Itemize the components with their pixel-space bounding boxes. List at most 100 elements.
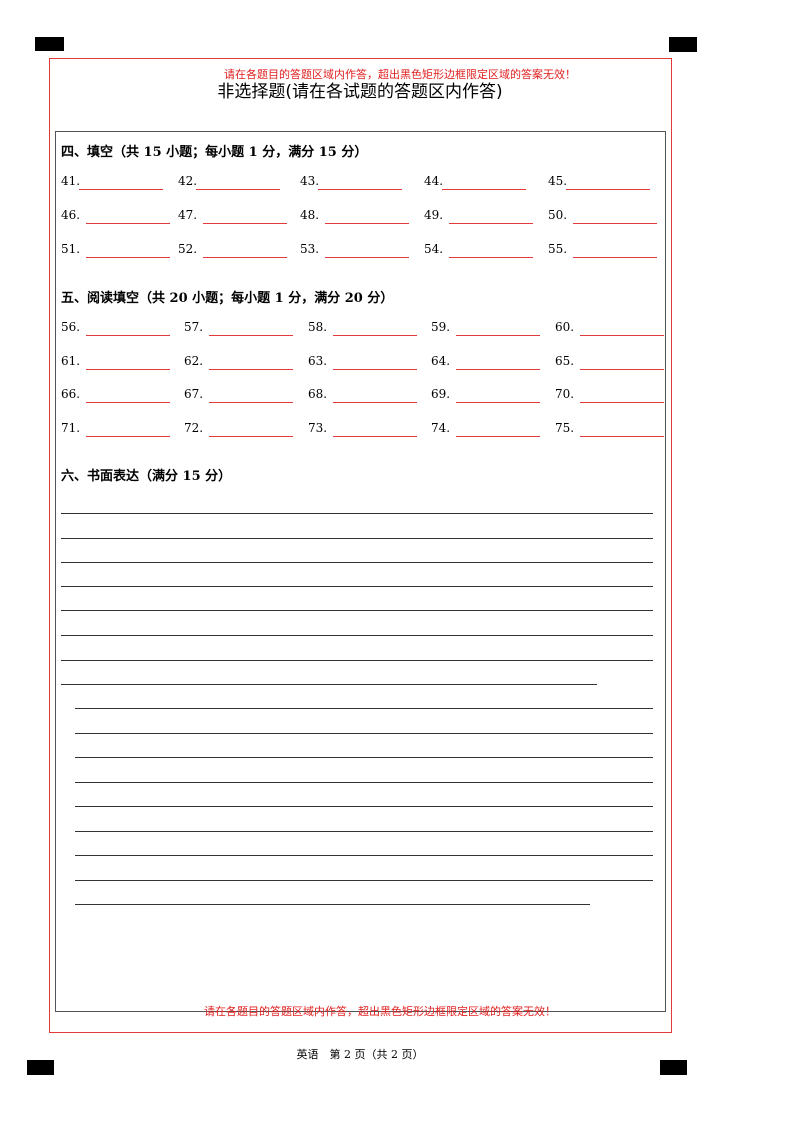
- writing-line[interactable]: [61, 684, 597, 685]
- answer-blank-70[interactable]: 70.: [555, 387, 664, 403]
- answer-line[interactable]: [566, 189, 650, 190]
- answer-line[interactable]: [573, 257, 657, 258]
- question-number: 55.: [548, 242, 568, 256]
- answer-line[interactable]: [333, 335, 417, 336]
- answer-blank-51[interactable]: 51.: [61, 242, 170, 258]
- answer-line[interactable]: [209, 369, 293, 370]
- answer-blank-62[interactable]: 62.: [184, 354, 293, 370]
- answer-line[interactable]: [318, 189, 402, 190]
- answer-blank-52[interactable]: 52.: [178, 242, 287, 258]
- answer-line[interactable]: [203, 257, 287, 258]
- writing-line[interactable]: [75, 831, 653, 832]
- writing-line[interactable]: [61, 660, 653, 661]
- answer-blank-47[interactable]: 47.: [178, 208, 287, 224]
- answer-line[interactable]: [86, 223, 170, 224]
- answer-line[interactable]: [456, 402, 540, 403]
- answer-line[interactable]: [573, 223, 657, 224]
- answer-line[interactable]: [449, 223, 533, 224]
- answer-blank-60[interactable]: 60.: [555, 320, 664, 336]
- writing-line[interactable]: [75, 757, 653, 758]
- answer-blank-42[interactable]: 42.: [178, 174, 280, 190]
- writing-line[interactable]: [61, 635, 653, 636]
- answer-line[interactable]: [209, 402, 293, 403]
- answer-blank-54[interactable]: 54.: [424, 242, 533, 258]
- answer-blank-58[interactable]: 58.: [308, 320, 417, 336]
- writing-line[interactable]: [61, 562, 653, 563]
- question-number: 46.: [61, 208, 81, 222]
- answer-blank-61[interactable]: 61.: [61, 354, 170, 370]
- answer-blank-73[interactable]: 73.: [308, 421, 417, 437]
- writing-line[interactable]: [61, 610, 653, 611]
- answer-blank-74[interactable]: 74.: [431, 421, 540, 437]
- answer-blank-66[interactable]: 66.: [61, 387, 170, 403]
- answer-blank-67[interactable]: 67.: [184, 387, 293, 403]
- writing-line[interactable]: [75, 855, 653, 856]
- answer-line[interactable]: [580, 335, 664, 336]
- answer-line[interactable]: [86, 335, 170, 336]
- answer-line[interactable]: [79, 189, 163, 190]
- question-number: 48.: [300, 208, 320, 222]
- question-number: 71.: [61, 421, 81, 435]
- answer-line[interactable]: [196, 189, 280, 190]
- writing-line[interactable]: [75, 782, 653, 783]
- answer-line[interactable]: [333, 402, 417, 403]
- answer-blank-41[interactable]: 41.: [61, 174, 163, 190]
- answer-line[interactable]: [209, 436, 293, 437]
- answer-line[interactable]: [86, 402, 170, 403]
- answer-blank-46[interactable]: 46.: [61, 208, 170, 224]
- warning-bottom: 请在各题目的答题区域内作答，超出黑色矩形边框限定区域的答案无效！: [204, 1005, 556, 1018]
- answer-blank-71[interactable]: 71.: [61, 421, 170, 437]
- answer-line[interactable]: [580, 436, 664, 437]
- answer-line[interactable]: [442, 189, 526, 190]
- answer-line[interactable]: [209, 335, 293, 336]
- writing-line[interactable]: [61, 538, 653, 539]
- answer-blank-56[interactable]: 56.: [61, 320, 170, 336]
- question-number: 59.: [431, 320, 451, 334]
- answer-blank-49[interactable]: 49.: [424, 208, 533, 224]
- answer-blank-57[interactable]: 57.: [184, 320, 293, 336]
- answer-line[interactable]: [325, 223, 409, 224]
- answer-blank-44[interactable]: 44.: [424, 174, 526, 190]
- writing-line[interactable]: [75, 904, 590, 905]
- answer-line[interactable]: [580, 369, 664, 370]
- answer-line[interactable]: [456, 436, 540, 437]
- writing-line[interactable]: [61, 513, 653, 514]
- answer-blank-64[interactable]: 64.: [431, 354, 540, 370]
- question-number: 75.: [555, 421, 575, 435]
- question-number: 53.: [300, 242, 320, 256]
- answer-blank-48[interactable]: 48.: [300, 208, 409, 224]
- writing-line[interactable]: [75, 708, 653, 709]
- answer-line[interactable]: [86, 257, 170, 258]
- answer-blank-75[interactable]: 75.: [555, 421, 664, 437]
- answer-line[interactable]: [86, 369, 170, 370]
- answer-blank-72[interactable]: 72.: [184, 421, 293, 437]
- answer-blank-45[interactable]: 45.: [548, 174, 650, 190]
- answer-box: [55, 131, 666, 1012]
- question-number: 61.: [61, 354, 81, 368]
- answer-line[interactable]: [456, 335, 540, 336]
- answer-blank-59[interactable]: 59.: [431, 320, 540, 336]
- writing-line[interactable]: [75, 806, 653, 807]
- answer-blank-69[interactable]: 69.: [431, 387, 540, 403]
- answer-blank-43[interactable]: 43.: [300, 174, 402, 190]
- answer-blank-50[interactable]: 50.: [548, 208, 657, 224]
- answer-line[interactable]: [449, 257, 533, 258]
- answer-line[interactable]: [333, 436, 417, 437]
- question-number: 54.: [424, 242, 444, 256]
- answer-blank-53[interactable]: 53.: [300, 242, 409, 258]
- answer-blank-68[interactable]: 68.: [308, 387, 417, 403]
- writing-line[interactable]: [75, 880, 653, 881]
- answer-line[interactable]: [325, 257, 409, 258]
- answer-blank-65[interactable]: 65.: [555, 354, 664, 370]
- answer-blank-63[interactable]: 63.: [308, 354, 417, 370]
- answer-line[interactable]: [203, 223, 287, 224]
- answer-line[interactable]: [333, 369, 417, 370]
- answer-line[interactable]: [86, 436, 170, 437]
- registration-mark-bottom-right: [660, 1060, 687, 1075]
- answer-line[interactable]: [580, 402, 664, 403]
- answer-blank-55[interactable]: 55.: [548, 242, 657, 258]
- writing-line[interactable]: [75, 733, 653, 734]
- writing-line[interactable]: [61, 586, 653, 587]
- question-number: 49.: [424, 208, 444, 222]
- answer-line[interactable]: [456, 369, 540, 370]
